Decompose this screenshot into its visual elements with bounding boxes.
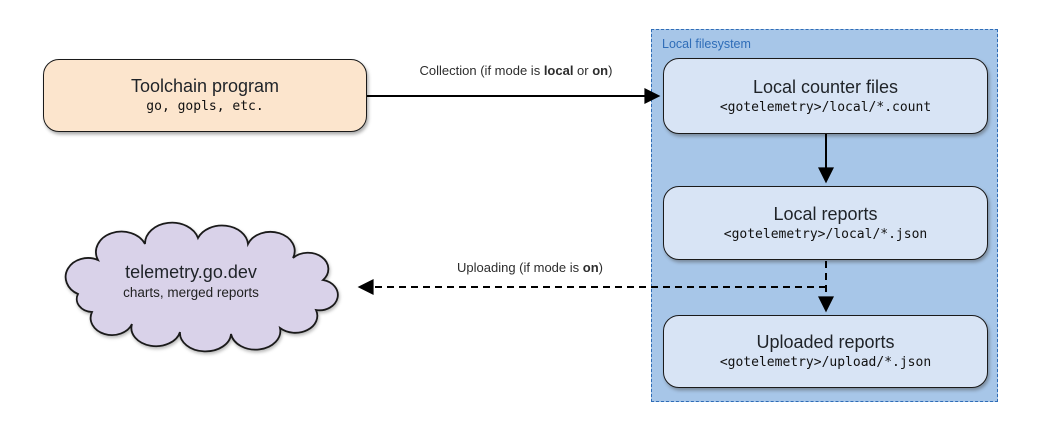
local-reports-path: <gotelemetry>/local/*.json <box>723 226 928 242</box>
uploading-edge-label: Uploading (if mode is on) <box>390 260 670 275</box>
local-reports-node: Local reports <gotelemetry>/local/*.json <box>663 186 988 260</box>
uploading-label-suffix: ) <box>598 260 603 275</box>
counter-files-title: Local counter files <box>752 76 899 97</box>
cloud-subtitle: charts, merged reports <box>123 284 259 300</box>
toolchain-subtitle: go, gopls, etc. <box>146 99 264 115</box>
collection-label-suffix: ) <box>608 63 613 78</box>
collection-label-on: on <box>592 63 609 78</box>
toolchain-title: Toolchain program <box>130 76 280 97</box>
cloud-title: telemetry.go.dev <box>125 262 257 282</box>
toolchain-program-node: Toolchain program go, gopls, etc. <box>43 59 367 132</box>
local-counter-files-node: Local counter files <gotelemetry>/local/… <box>663 58 988 134</box>
local-reports-title: Local reports <box>773 203 878 224</box>
local-filesystem-label: Local filesystem <box>662 37 751 51</box>
uploaded-reports-path: <gotelemetry>/upload/*.json <box>719 355 932 371</box>
uploaded-reports-title: Uploaded reports <box>756 332 895 353</box>
uploaded-reports-node: Uploaded reports <gotelemetry>/upload/*.… <box>663 315 988 388</box>
cloud-text: telemetry.go.dev charts, merged reports <box>66 262 316 301</box>
collection-label-local: local <box>543 63 574 78</box>
collection-label-mid: or <box>573 63 593 78</box>
counter-files-path: <gotelemetry>/local/*.count <box>719 99 932 115</box>
collection-label-prefix: Collection (if mode is <box>419 63 544 78</box>
uploading-label-prefix: Uploading (if mode is <box>457 260 583 275</box>
cloud-shape <box>64 221 339 353</box>
uploading-label-on: on <box>582 260 599 275</box>
cloud-icon <box>64 221 339 353</box>
collection-edge-label: Collection (if mode is local or on) <box>374 63 658 78</box>
